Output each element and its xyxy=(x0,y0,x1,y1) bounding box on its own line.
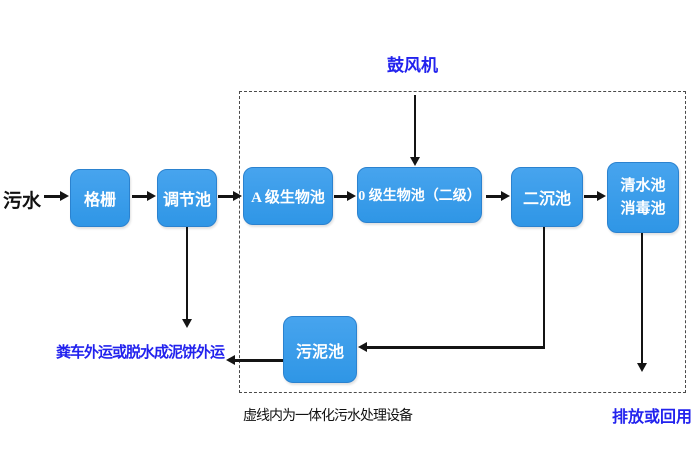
arrow-clear-water-to-discharge xyxy=(637,233,647,372)
sludge-tank-label: 污泥池 xyxy=(295,343,344,361)
arrow-a-bio-to-o-bio xyxy=(334,191,356,201)
arrow-influent-to-grid xyxy=(44,191,69,201)
arrow-sedimentation-to-clear-water xyxy=(584,191,606,201)
a-bio-tank-box: A 级生物池 xyxy=(243,167,333,225)
secondary-sedimentation-tank-label: 二沉池 xyxy=(522,191,571,208)
secondary-sedimentation-tank-box: 二沉池 xyxy=(511,167,583,227)
sludge-tank-box: 污泥池 xyxy=(283,316,357,383)
blower-label: 鼓风机 xyxy=(387,56,438,75)
regulating-tank-box: 调节池 xyxy=(157,169,217,227)
clear-water-disinfection-tank-box: 清水池 消毒池 xyxy=(607,162,679,233)
arrow-regulating-to-disposal xyxy=(182,227,192,328)
clear-water-tank-label: 清水池 xyxy=(620,178,666,194)
arrow-sludge-tank-to-disposal xyxy=(226,355,283,365)
grid-box-label: 格栅 xyxy=(83,192,116,209)
regulating-tank-label: 调节池 xyxy=(162,192,211,209)
sludge-disposal-label: 粪车外运或脱水成泥饼外运 xyxy=(56,345,225,361)
line-sedimentation-down xyxy=(543,227,545,349)
arrow-grid-to-regulating xyxy=(132,191,156,201)
a-bio-tank-label: A 级生物池 xyxy=(251,189,325,206)
arrow-o-bio-to-sedimentation xyxy=(486,191,510,201)
disinfection-tank-label: 消毒池 xyxy=(620,200,666,217)
grid-box: 格栅 xyxy=(70,169,130,227)
arrow-sedimentation-to-sludge-tank xyxy=(358,342,545,352)
integrated-equipment-dashed-boundary xyxy=(239,91,686,393)
influent-label: 污水 xyxy=(3,191,42,212)
arrow-regulating-to-a-bio xyxy=(218,191,242,201)
dashed-boundary-note: 虚线内为一体化污水处理设备 xyxy=(243,409,413,424)
o-bio-tank-label: 0 级生物池（二级） xyxy=(358,189,481,204)
discharge-label: 排放或回用 xyxy=(612,409,693,426)
o-bio-tank-box: 0 级生物池（二级） xyxy=(357,167,482,223)
arrow-blower-to-o-bio xyxy=(410,95,420,166)
